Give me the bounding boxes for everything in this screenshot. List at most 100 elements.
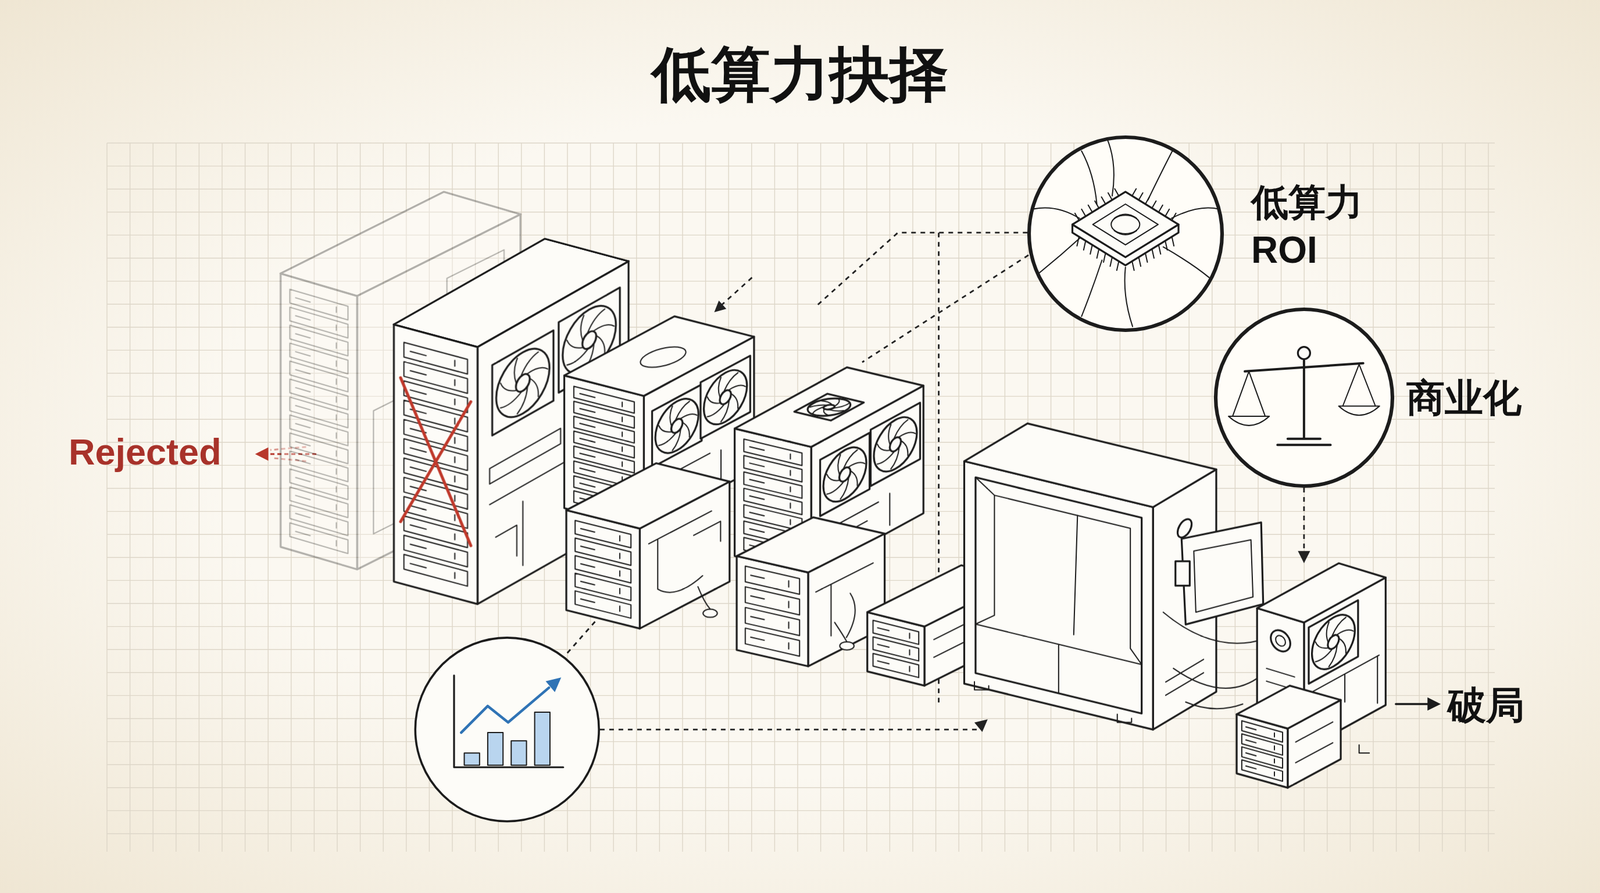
arrow-head [714, 300, 727, 313]
front-panel [734, 428, 812, 575]
panel [1152, 469, 1217, 730]
panel [867, 565, 1019, 627]
foot [974, 681, 1132, 723]
top-panel [393, 238, 629, 348]
grid-line [1350, 143, 1351, 852]
panel [280, 191, 521, 296]
grid-line [889, 143, 891, 852]
scale-beam [1244, 363, 1364, 372]
top-panel [566, 463, 730, 529]
icons [1032, 138, 1380, 446]
chart-bar [464, 752, 480, 766]
arrow-head [255, 447, 269, 462]
top-panel [867, 565, 1019, 627]
panel-detail [654, 447, 721, 516]
arrow-head [545, 677, 562, 692]
fan-blades [707, 363, 746, 430]
rejected-server [280, 191, 521, 570]
fan-hub [515, 370, 530, 395]
grid-line [106, 580, 1495, 581]
connector [1175, 561, 1191, 586]
side-panel [477, 261, 629, 605]
panel [1304, 577, 1386, 750]
top-panel [963, 423, 1216, 507]
chip-top [1072, 191, 1180, 257]
arrow-head [1427, 697, 1441, 712]
top-panel [736, 517, 885, 573]
panel [963, 423, 1216, 507]
grid-line [566, 143, 568, 852]
leader-line [720, 277, 752, 306]
panel-detail [822, 493, 891, 563]
panel-detail [975, 477, 1142, 714]
reject-arrow [270, 447, 306, 462]
grid-line [106, 741, 1495, 742]
fan-ring [823, 438, 867, 512]
circle-outline [1215, 309, 1393, 487]
front-panel [963, 461, 1153, 730]
fan-ring [798, 395, 860, 419]
grid-line [636, 143, 637, 852]
panel [643, 336, 755, 529]
leader-line [600, 728, 978, 731]
fan [700, 355, 750, 439]
chart-bar [534, 712, 550, 766]
panel [1256, 608, 1305, 750]
circle-outline [1029, 137, 1223, 331]
panel-detail [489, 391, 617, 585]
leader-line [1302, 487, 1305, 552]
panel [356, 214, 521, 570]
front-panel [736, 555, 809, 667]
panel [393, 238, 629, 348]
cable [697, 586, 710, 610]
top-panel [564, 316, 755, 396]
annotation-label: Rejected [68, 429, 222, 475]
grid-line [106, 810, 1495, 812]
fan-ring [562, 294, 617, 386]
grid-line [774, 143, 775, 852]
foot [1359, 744, 1370, 753]
foot [839, 641, 855, 650]
panel [564, 375, 645, 529]
growth-chart-circle [415, 637, 599, 822]
grid-line [1465, 143, 1466, 852]
grid-line [290, 143, 292, 852]
panel [1287, 700, 1341, 788]
panel [564, 316, 755, 396]
side-panel [639, 481, 730, 629]
foot [702, 609, 718, 618]
side-panel [1152, 469, 1217, 730]
fan-ring [495, 337, 550, 429]
grid [106, 143, 1495, 852]
panel [1236, 714, 1288, 788]
grid-line [544, 143, 545, 852]
grid-line [1487, 143, 1489, 852]
grid-line [106, 648, 1495, 650]
annotation-label: 破局 [1447, 681, 1525, 730]
front-panel [566, 510, 640, 630]
panel [736, 555, 809, 667]
grid-line [106, 718, 1495, 719]
grid-line [1395, 143, 1397, 852]
server [564, 316, 755, 629]
side-panel [1304, 577, 1386, 750]
grid-line [106, 672, 1495, 673]
top-slot [631, 344, 696, 371]
fan-hub [820, 404, 837, 410]
grid-line [612, 143, 614, 852]
fan-blades [1315, 608, 1353, 674]
fan-frame [794, 393, 864, 421]
node-label: 低算力 ROI [1251, 178, 1391, 274]
grid-line [820, 143, 821, 852]
panel-detail [815, 562, 874, 653]
grid-line [359, 143, 361, 852]
fan-ring [704, 361, 748, 434]
node-label-group: 商业化 [1406, 374, 1558, 421]
panel [734, 428, 812, 575]
drive-bays [404, 342, 468, 587]
fan-blades [658, 393, 698, 459]
fan [558, 287, 620, 393]
side-panel [356, 214, 521, 570]
chip-logo [1113, 214, 1137, 235]
